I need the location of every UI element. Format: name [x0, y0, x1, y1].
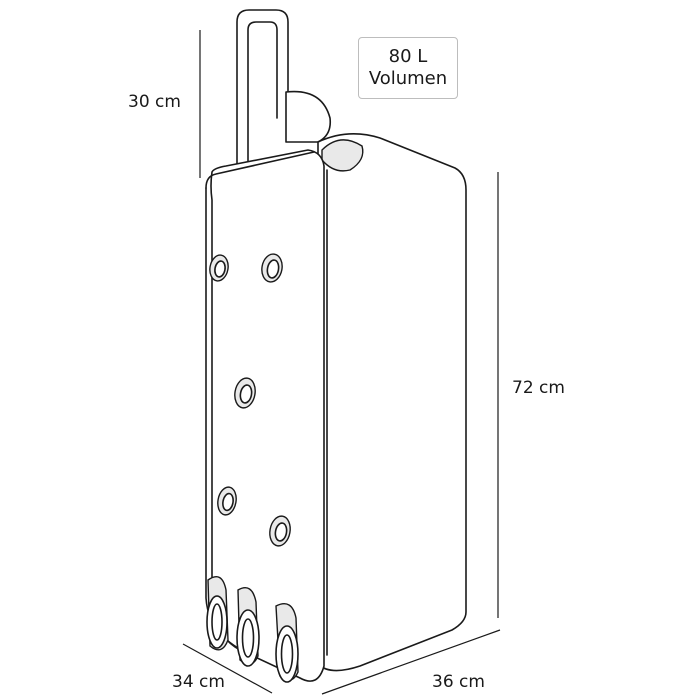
- stud-icon: [217, 486, 237, 516]
- bag-side-panel: [317, 133, 467, 672]
- stud-icon: [269, 515, 291, 547]
- wheel-icon: [275, 603, 299, 683]
- width-dimension-line: [321, 629, 501, 695]
- wheels: [206, 576, 299, 683]
- depth-dimension-line: [182, 643, 273, 694]
- stud-icon: [209, 254, 229, 282]
- stud-icon: [234, 377, 256, 409]
- volume-badge: 80 L Volumen: [358, 37, 458, 99]
- depth-label: 34 cm: [172, 672, 225, 692]
- handle-height-label: 30 cm: [128, 92, 181, 112]
- width-label: 36 cm: [432, 672, 485, 692]
- body-height-label: 72 cm: [512, 378, 565, 398]
- stud-feet: [209, 253, 291, 547]
- stud-icon: [261, 253, 283, 283]
- volume-label: Volumen: [368, 68, 448, 89]
- wheel-icon: [206, 576, 229, 651]
- volume-value: 80 L: [388, 46, 428, 67]
- wheel-icon: [236, 587, 260, 667]
